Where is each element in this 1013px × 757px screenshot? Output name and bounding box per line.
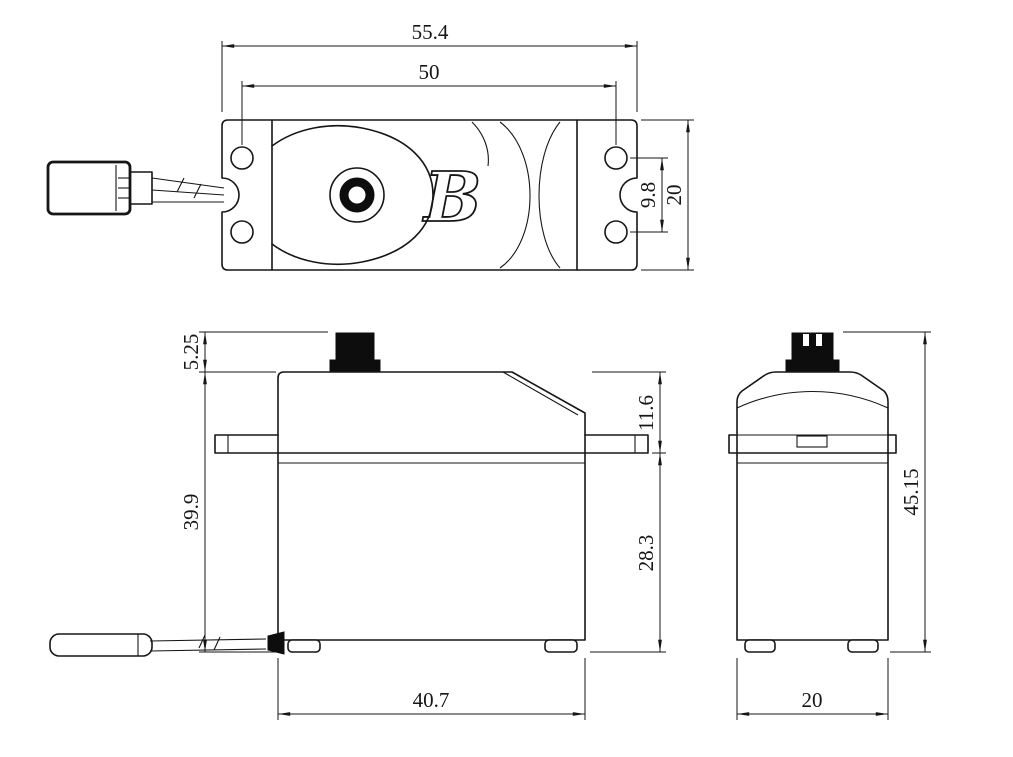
- dim-case-height: 39.9: [179, 371, 276, 653]
- dim-mounting-hole-spacing: 50: [241, 60, 617, 145]
- front-view-flange-edges: [728, 434, 897, 454]
- svg-text:39.9: 39.9: [179, 494, 203, 531]
- dim-flange-width: 20: [641, 119, 694, 271]
- dim-shaft-height: 5.25: [179, 331, 328, 373]
- svg-text:55.4: 55.4: [412, 20, 449, 44]
- output-shaft-side: [329, 332, 381, 372]
- svg-text:9.8: 9.8: [636, 182, 660, 208]
- svg-text:20: 20: [802, 688, 823, 712]
- dim-overall-height: 45.15: [843, 331, 931, 653]
- dim-overall-flange-length: 55.4: [221, 20, 638, 112]
- mounting-holes: [230, 146, 628, 244]
- top-view: B 55.4 50 9.8 20: [46, 20, 694, 271]
- side-view-lead-wire: [49, 631, 285, 657]
- svg-text:45.15: 45.15: [899, 468, 923, 515]
- svg-text:20: 20: [662, 185, 686, 206]
- gearbox-boss-contour: [271, 125, 434, 265]
- front-view-case-outline: [736, 371, 889, 641]
- servo-wires: [151, 177, 225, 203]
- svg-text:28.3: 28.3: [634, 535, 658, 572]
- dim-case-length: 40.7: [277, 658, 586, 720]
- output-shaft-top: [329, 167, 385, 223]
- case-decorative-swoosh: [471, 121, 561, 269]
- svg-text:5.25: 5.25: [179, 334, 203, 371]
- front-view-feet: [744, 639, 879, 653]
- front-view: 45.15 20: [728, 331, 931, 720]
- output-shaft-front: [785, 332, 840, 372]
- top-view-flange-outline: [221, 119, 638, 271]
- svg-text:50: 50: [419, 60, 440, 84]
- brand-logo: B: [422, 158, 481, 238]
- side-view-case-outline: [277, 371, 586, 641]
- dim-lower-section-height: 28.3: [590, 452, 666, 653]
- side-view: 5.25 39.9 11.6 28.3 40.7: [49, 331, 666, 720]
- dim-ear-hole-spacing: 9.8: [630, 157, 668, 233]
- servo-connector-plug: [46, 160, 153, 216]
- side-view-flange-tabs: [214, 434, 649, 454]
- svg-text:11.6: 11.6: [634, 395, 658, 431]
- dim-upper-section-height: 11.6: [592, 371, 666, 454]
- svg-text:40.7: 40.7: [413, 688, 450, 712]
- side-view-feet: [287, 639, 578, 653]
- dim-case-width: 20: [736, 658, 889, 720]
